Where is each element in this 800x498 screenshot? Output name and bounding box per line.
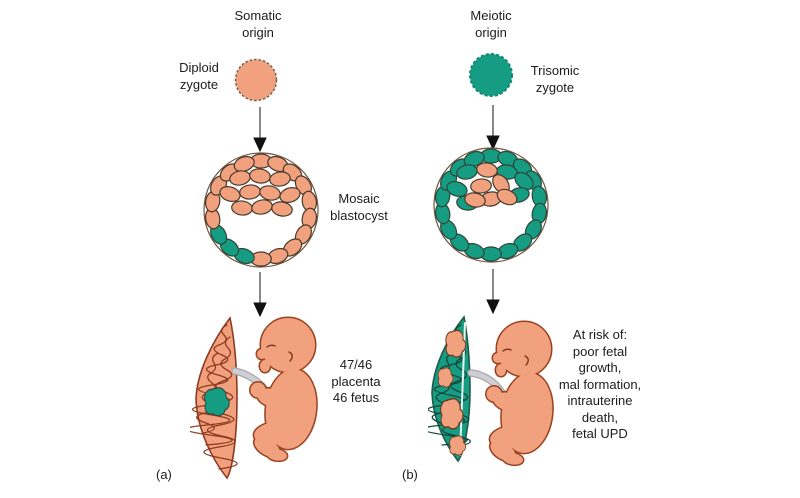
- placenta-fetus-b-illustration: [428, 315, 559, 468]
- arrow-down-icon: [253, 107, 267, 152]
- fetus-ear: [288, 351, 293, 362]
- placenta-fetus-a-illustration: [190, 316, 323, 480]
- arrow-down-icon: [253, 272, 267, 317]
- arrow-down-icon: [486, 269, 500, 314]
- outcome-text-a: 47/46 placenta 46 fetus: [331, 357, 381, 405]
- zygote-label-a: Diploid zygote: [179, 60, 219, 92]
- outcome-text-b: At risk of: poor fetal growth, mal forma…: [558, 327, 642, 441]
- mosaic-blastocyst-b-illustration: [433, 147, 549, 263]
- origin-label-a: Somatic origin: [234, 8, 282, 40]
- origin-label-b: Meiotic origin: [470, 8, 512, 40]
- fetus-ear: [524, 355, 529, 366]
- fetus-eye: [502, 348, 512, 352]
- panel-label-b: (b): [402, 467, 418, 482]
- fetus-eye: [266, 344, 276, 348]
- diploid-zygote-icon: [234, 58, 278, 102]
- blastocyst-label-a: Mosaic blastocyst: [330, 191, 388, 223]
- fetus-a: [249, 316, 323, 464]
- zygote-label-b: Trisomic zygote: [530, 63, 580, 95]
- panel-label-a: (a): [156, 467, 172, 482]
- fetus-b: [485, 320, 559, 468]
- mosaic-blastocyst-a-illustration: [203, 152, 319, 268]
- trisomic-zygote-icon: [469, 53, 513, 97]
